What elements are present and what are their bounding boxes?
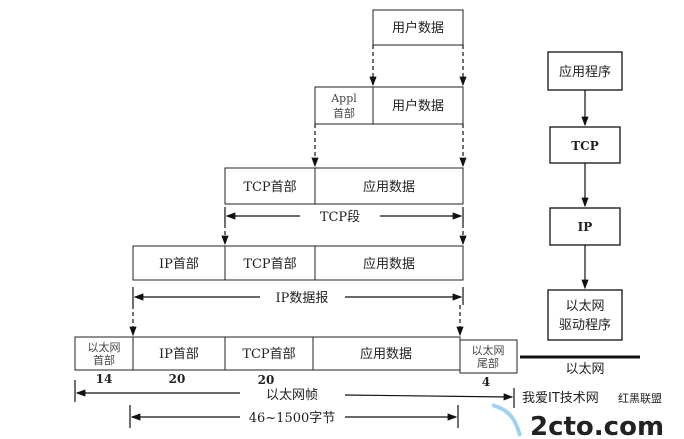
- row-ip-datagram: IP首部 TCP首部 应用数据: [132, 245, 464, 281]
- watermark-logo: 2cto.com: [530, 412, 664, 439]
- tcp-header-label: TCP首部: [243, 180, 296, 195]
- application-box: [547, 51, 623, 91]
- user-data-box: [372, 86, 464, 125]
- appl-header-box: [314, 86, 374, 125]
- ip-label: IP: [578, 220, 593, 234]
- watermark: 我爱IT技术网 红黑联盟 2cto.com: [491, 391, 664, 439]
- row-tcp-segment: TCP首部 应用数据: [224, 167, 464, 205]
- tcp-header-label: TCP首部: [243, 257, 296, 272]
- eth-header-label: 以太网: [88, 341, 121, 354]
- payload-range-label: 46~1500字节: [249, 411, 336, 426]
- user-data-label: 用户数据: [392, 20, 444, 36]
- tcp-header-size: 20: [258, 373, 275, 387]
- ethernet-driver-box: [547, 289, 623, 341]
- ip-box: [549, 207, 621, 246]
- protocol-stack: 应用程序 TCP IP 以太网 驱动程序 以太网: [520, 51, 640, 377]
- eth-frame-arrow-right: [344, 393, 514, 401]
- eth-header-label: 首部: [93, 353, 115, 367]
- ip-datagram-label: IP数据报: [276, 291, 329, 306]
- app-data-box: [312, 336, 461, 371]
- tcp-segment-label: TCP段: [320, 210, 360, 225]
- ip-header-box: [132, 245, 226, 281]
- app-data-label: 应用数据: [363, 256, 415, 272]
- ip-header-label: IP首部: [159, 347, 199, 362]
- eth-header-box: [74, 336, 134, 371]
- app-data-label: 应用数据: [363, 179, 415, 195]
- user-data-box: [372, 9, 464, 46]
- ethernet-frame-label: 以太网帧: [266, 388, 318, 403]
- tcp-header-box: [224, 167, 316, 205]
- eth-trailer-box: [459, 339, 518, 374]
- tcp-box: [549, 126, 621, 164]
- app-data-box: [314, 245, 464, 281]
- appl-header-label: 首部: [333, 106, 355, 120]
- eth-trailer-size: 4: [482, 375, 490, 389]
- row-user-data: 用户数据: [372, 9, 464, 46]
- tcp-header-label: TCP首部: [242, 347, 295, 362]
- ethernet-driver-label: 驱动程序: [559, 318, 611, 333]
- eth-trailer-label: 以太网: [472, 344, 505, 357]
- row-appl: Appl 首部 用户数据: [314, 86, 464, 125]
- tcp-header-box: [224, 245, 316, 281]
- appl-header-label: Appl: [330, 92, 357, 105]
- ethernet-driver-label: 以太网: [565, 299, 604, 314]
- app-data-label: 应用数据: [360, 346, 412, 362]
- ip-header-box: [132, 336, 226, 371]
- eth-trailer-label: 尾部: [477, 356, 499, 370]
- ethernet-medium-label: 以太网: [565, 362, 604, 377]
- user-data-label: 用户数据: [392, 98, 444, 114]
- ip-header-label: IP首部: [159, 257, 199, 272]
- watermark-site: 我爱IT技术网: [522, 391, 599, 406]
- watermark-swoosh: [491, 403, 522, 437]
- ip-header-size: 20: [169, 372, 186, 386]
- eth-header-size: 14: [96, 372, 113, 386]
- tcp-label: TCP: [571, 139, 599, 153]
- application-label: 应用程序: [559, 64, 611, 80]
- app-data-box: [314, 167, 464, 205]
- watermark-cn: 红黑联盟: [618, 392, 662, 405]
- row-ethernet-frame: 以太网 首部 IP首部 TCP首部 应用数据 以太网 尾部: [74, 336, 518, 374]
